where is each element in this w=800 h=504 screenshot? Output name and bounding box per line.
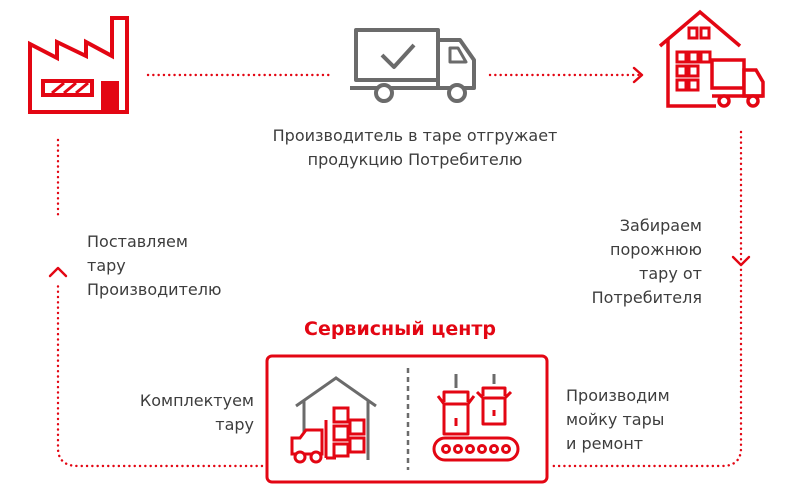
arrow-head-right bbox=[632, 66, 644, 84]
factory-icon bbox=[28, 16, 129, 114]
caption-wash: Производим мойку тары и ремонт bbox=[566, 384, 670, 456]
warehouse-forklift-icon bbox=[290, 376, 377, 464]
arrow-head-up bbox=[48, 266, 68, 278]
caption-wash-line-3: и ремонт bbox=[566, 434, 644, 453]
caption-shipment: Производитель в таре отгружает продукцию… bbox=[240, 124, 590, 172]
caption-assemble-line-1: Комплектуем bbox=[139, 391, 254, 410]
caption-pickup-line-2: порожнюю bbox=[609, 240, 702, 259]
service-center-title: Сервисный центр bbox=[304, 318, 496, 340]
delivery-truck-icon bbox=[350, 28, 476, 103]
caption-pickup-line-3: тару от bbox=[639, 264, 702, 283]
caption-supply: Поставляем тару Производителю bbox=[87, 230, 221, 302]
caption-supply-line-2: тару bbox=[87, 256, 126, 275]
caption-supply-line-3: Производителю bbox=[87, 280, 222, 299]
connector-service-factory bbox=[56, 280, 264, 468]
caption-assemble: Комплектуем тару bbox=[118, 389, 254, 437]
caption-wash-line-2: мойку тары bbox=[566, 410, 665, 429]
caption-pickup-line-1: Забираем bbox=[619, 216, 702, 235]
caption-assemble-line-2: тару bbox=[215, 415, 254, 434]
robotic-conveyor-icon bbox=[432, 374, 520, 462]
arrow-head-down bbox=[731, 255, 751, 267]
caption-wash-line-1: Производим bbox=[566, 386, 670, 405]
caption-pickup: Забираем порожнюю тару от Потребителя bbox=[560, 214, 702, 310]
service-center-box bbox=[265, 354, 549, 484]
caption-shipment-line-1: Производитель в таре отгружает bbox=[272, 126, 558, 145]
caption-pickup-line-4: Потребителя bbox=[591, 288, 702, 307]
warehouse-with-truck-icon bbox=[658, 9, 765, 108]
caption-shipment-line-2: продукцию Потребителю bbox=[307, 150, 523, 169]
flow-connectors bbox=[56, 73, 743, 468]
caption-supply-line-1: Поставляем bbox=[87, 232, 188, 251]
